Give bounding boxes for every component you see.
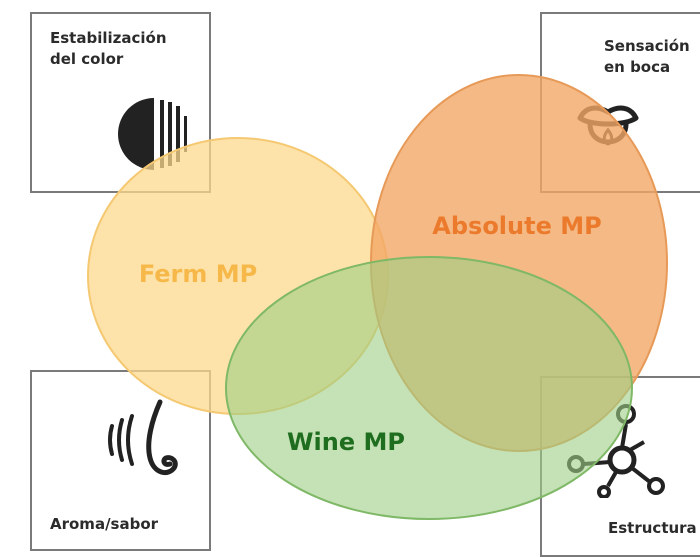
- wine-mp-circle: [225, 256, 633, 520]
- color-stabilization-box: Estabilización del color: [30, 12, 211, 193]
- color-stabilization-label: Estabilización del color: [50, 29, 167, 68]
- absolute-mp-label: Absolute MP: [432, 212, 601, 240]
- mouthfeel-label: Sensación en boca: [604, 37, 690, 76]
- structure-label: Estructura: [608, 519, 697, 537]
- wine-mp-label: Wine MP: [287, 428, 405, 456]
- ferm-mp-label: Ferm MP: [139, 260, 257, 288]
- nose-icon: [108, 399, 178, 476]
- half-moon-stripes-icon: [118, 98, 187, 170]
- aroma-label: Aroma/sabor: [50, 515, 159, 533]
